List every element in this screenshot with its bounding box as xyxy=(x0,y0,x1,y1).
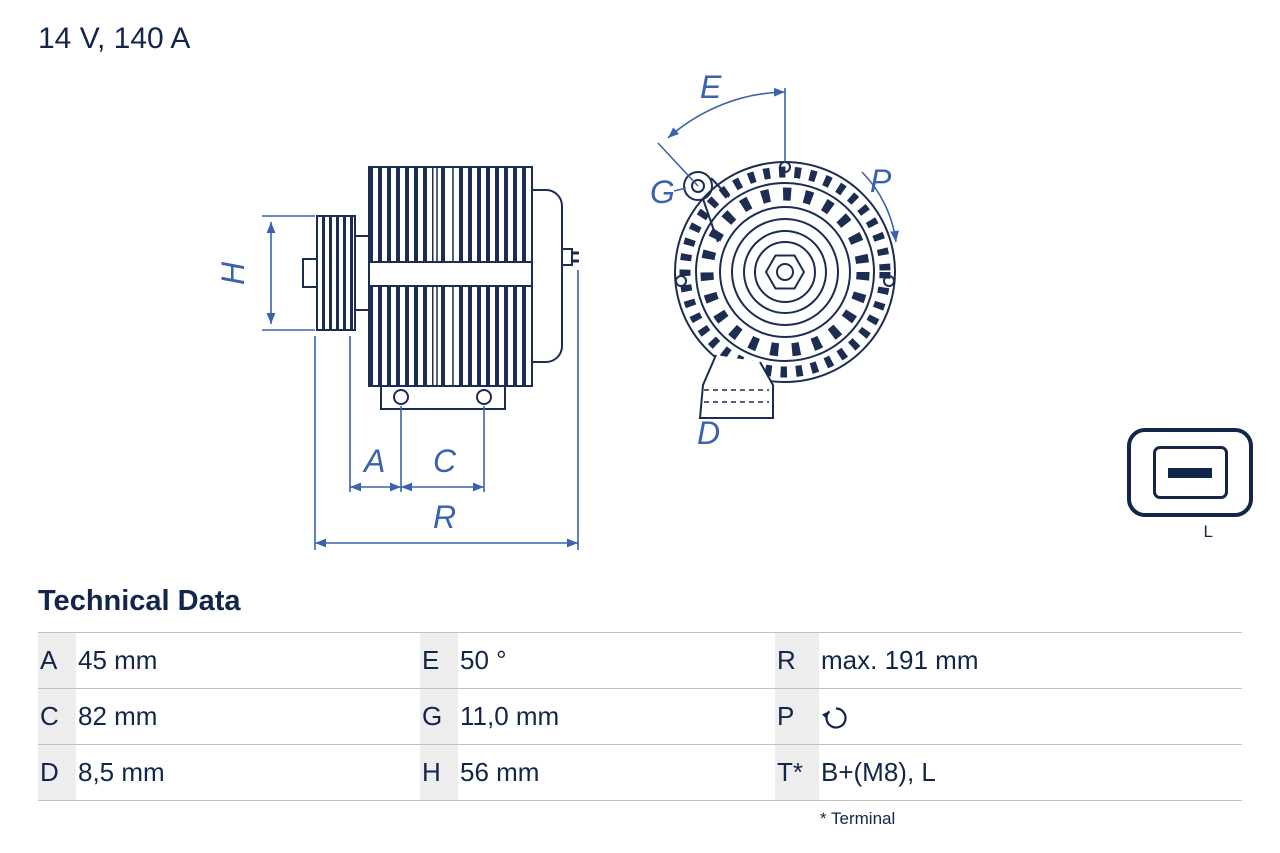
bottom-bracket xyxy=(698,354,774,419)
alternator-side-view xyxy=(302,166,579,410)
table-row: D 8,5 mm H 56 mm T* B+(M8), L xyxy=(38,744,1242,801)
mounting-hole xyxy=(476,389,492,405)
shaft-center xyxy=(776,263,794,281)
connector-pin-slot-icon xyxy=(1152,446,1228,499)
dim-label-r: R xyxy=(433,499,456,535)
pulley-nut xyxy=(764,254,806,290)
dim-label-g: G xyxy=(650,174,675,210)
vent-slot-ring-outer xyxy=(679,166,891,378)
spec-key: H xyxy=(420,744,458,801)
rotation-direction-icon xyxy=(822,707,847,729)
terminal-footnote: * Terminal xyxy=(820,809,896,828)
mounting-lug xyxy=(683,171,713,201)
page-title: 14 V, 140 A xyxy=(38,22,191,55)
stator-band xyxy=(368,261,533,287)
dim-label-a: A xyxy=(362,443,385,479)
table-row: A 45 mm E 50 ° R max. 191 mm xyxy=(38,632,1242,689)
spec-value: 45 mm xyxy=(76,632,420,689)
alternator-technical-drawing: H A C R E G P D xyxy=(215,69,899,550)
spec-key: R xyxy=(775,632,819,689)
dim-label-h: H xyxy=(215,261,251,285)
dim-label-p: P xyxy=(870,163,892,199)
spec-key: T* xyxy=(775,744,819,801)
spec-value: B+(M8), L xyxy=(819,744,1242,801)
spec-key: G xyxy=(420,688,458,745)
spec-key: E xyxy=(420,632,458,689)
vent-slot-ring-inner xyxy=(700,187,870,357)
spec-key: D xyxy=(38,744,76,801)
ear-right xyxy=(883,275,895,287)
shaft-nub xyxy=(302,258,318,288)
spec-value: 56 mm xyxy=(458,744,775,801)
technical-data-table: A 45 mm E 50 ° R max. 191 mm C 82 mm G 1… xyxy=(38,632,1242,801)
mounting-lug-hole xyxy=(691,179,705,193)
front-view-dimensions xyxy=(657,87,899,243)
technical-data-heading: Technical Data xyxy=(38,585,241,617)
connector-outline-icon xyxy=(1127,428,1253,517)
side-view-dimensions xyxy=(262,215,579,550)
technical-data-section: Technical Data A 45 mm E 50 ° R max. 191… xyxy=(38,585,1242,829)
alternator-front-view xyxy=(674,161,896,419)
spec-value: 50 ° xyxy=(458,632,775,689)
dim-label-d: D xyxy=(697,415,720,451)
spec-value: 82 mm xyxy=(76,688,420,745)
belt-pulley xyxy=(316,215,356,331)
spec-value: max. 191 mm xyxy=(819,632,1242,689)
spec-key: P xyxy=(775,688,819,745)
angle-arc-E xyxy=(667,87,786,139)
pulley-spacer xyxy=(354,235,370,311)
spec-value: 8,5 mm xyxy=(76,744,420,801)
spec-key: C xyxy=(38,688,76,745)
mounting-foot xyxy=(380,385,506,410)
connector-label: L xyxy=(1203,522,1213,541)
terminal-stud xyxy=(561,248,573,266)
rear-end-cap xyxy=(531,189,563,363)
dim-label-c: C xyxy=(433,443,457,479)
spec-value-rotation xyxy=(819,688,1242,745)
ear-left xyxy=(675,275,687,287)
mounting-hole xyxy=(393,389,409,405)
spec-value: 11,0 mm xyxy=(458,688,775,745)
table-row: C 82 mm G 11,0 mm P xyxy=(38,688,1242,745)
spec-key: A xyxy=(38,632,76,689)
connector-pin-icon xyxy=(1168,467,1212,478)
connector-pictogram: L xyxy=(1127,428,1253,542)
leader-G xyxy=(673,187,687,192)
dim-label-e: E xyxy=(700,69,722,105)
rotation-arc-P xyxy=(861,171,899,243)
